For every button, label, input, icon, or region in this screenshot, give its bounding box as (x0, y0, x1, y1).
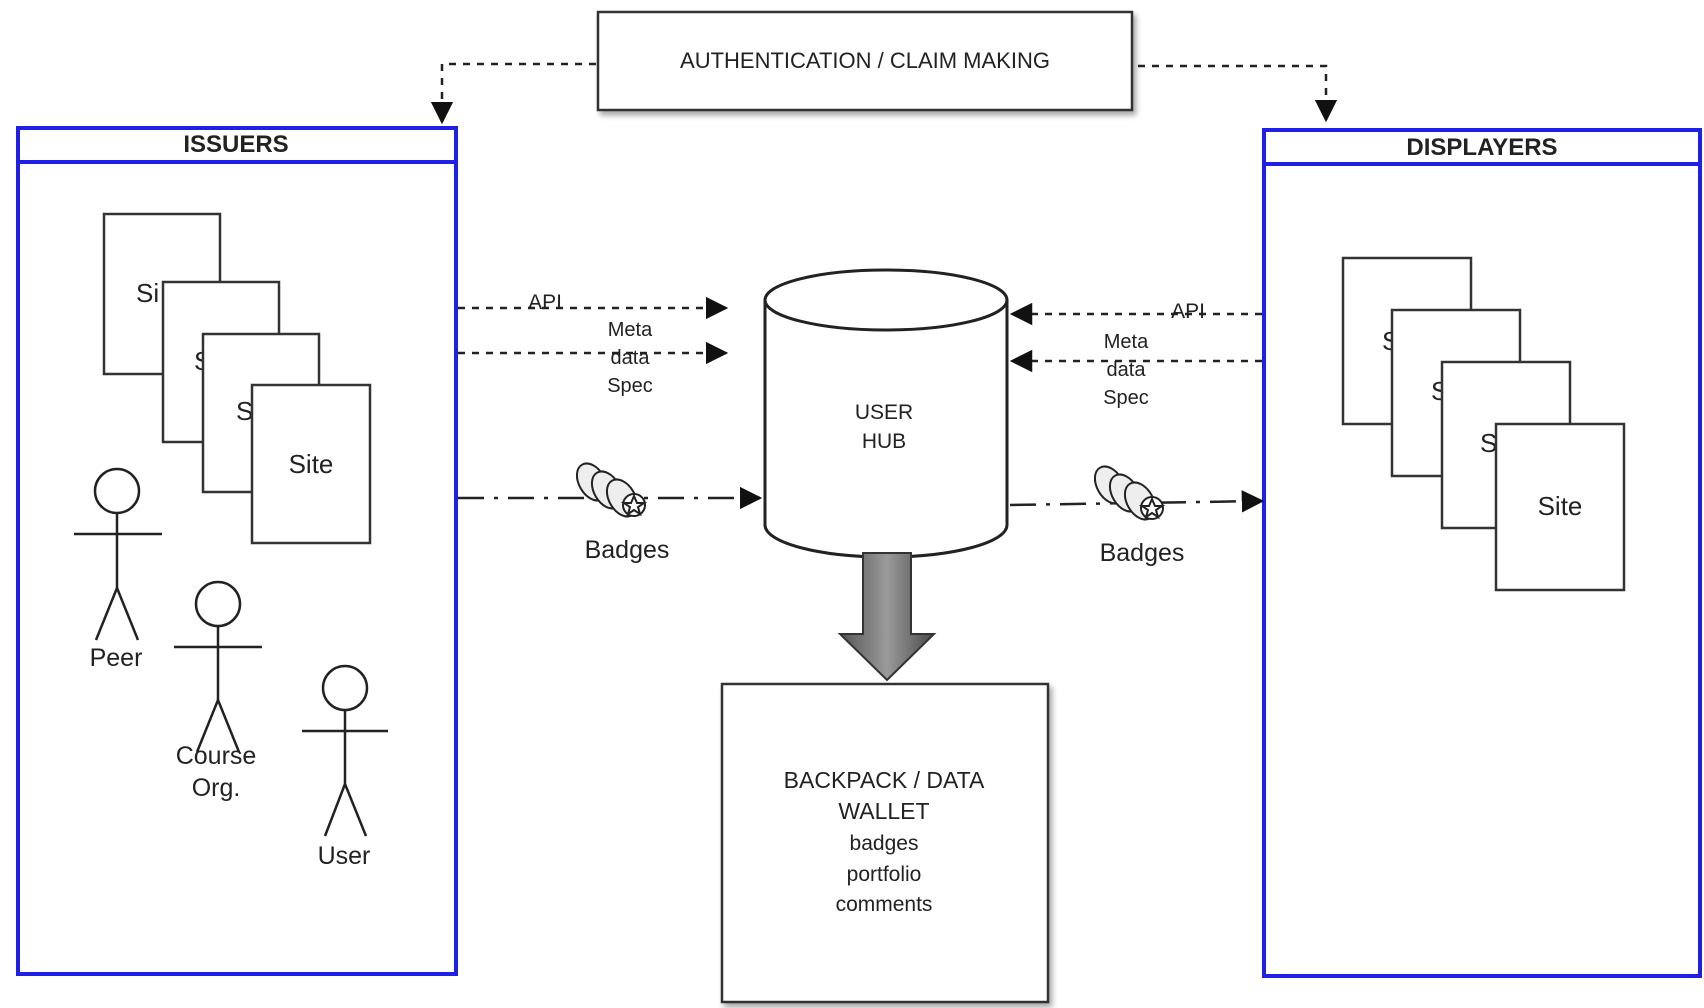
badges-left-label: Badges (585, 536, 670, 564)
user-hub-line2: HUB (862, 430, 906, 453)
displayer-site-peek-3: S (1480, 428, 1497, 458)
peer-actor (74, 467, 162, 641)
peer-label: Peer (90, 644, 143, 672)
badges-left-icon (575, 462, 648, 518)
user-hub-line1: USER (855, 401, 913, 424)
auth-box: AUTHENTICATION / CLAIM MAKING (596, 10, 1134, 112)
badges-right-flow (1009, 490, 1265, 513)
api-left-label: API (528, 291, 562, 314)
issuer-site-card-front: Site (250, 383, 372, 545)
backpack-title-line2: WALLET (838, 798, 929, 824)
issuer-site-stack: Si S S Site (102, 212, 372, 545)
user-label: User (318, 842, 371, 870)
meta-left-line1: Meta (608, 319, 653, 341)
course-org-label-line2: Org. (192, 774, 241, 802)
issuer-site-peek-1: Si (136, 278, 159, 308)
badges-right-icon (1093, 465, 1166, 521)
auth-to-displayers-arrow (1138, 64, 1338, 123)
issuer-site-label: Site (289, 449, 334, 479)
user-hub-cylinder: USER HUB (763, 268, 1009, 559)
meta-right-line2: data (1107, 359, 1147, 381)
issuer-site-peek-3: S (236, 396, 253, 426)
displayers-panel: DISPLAYERS S S S Site (1262, 128, 1702, 978)
meta-right-line1: Meta (1104, 331, 1149, 353)
hub-to-backpack-arrow (837, 552, 937, 682)
backpack-item-portfolio: portfolio (847, 863, 922, 886)
user-actor (302, 664, 388, 837)
displayer-site-stack: S S S Site (1341, 256, 1626, 592)
backpack-title-line1: BACKPACK / DATA (784, 767, 985, 793)
issuers-title: ISSUERS (183, 131, 288, 158)
issuers-panel: ISSUERS Si S S Site (16, 126, 458, 976)
backpack-item-comments: comments (836, 893, 933, 916)
auth-label: AUTHENTICATION / CLAIM MAKING (680, 48, 1050, 73)
meta-left-line3: Spec (607, 375, 653, 397)
backpack-item-badges: badges (850, 832, 919, 855)
displayer-site-card-front: Site (1494, 422, 1626, 592)
meta-right-line3: Spec (1103, 387, 1149, 409)
meta-left-line2: data (611, 347, 651, 369)
backpack-box: BACKPACK / DATA WALLET badges portfolio … (720, 682, 1050, 1004)
auth-to-issuers-arrow (430, 62, 596, 125)
api-right-label: API (1171, 300, 1205, 323)
displayers-title: DISPLAYERS (1406, 134, 1557, 161)
course-org-label-line1: Course (176, 742, 257, 770)
course-org-actor (174, 580, 262, 753)
badges-right-label: Badges (1100, 539, 1185, 567)
displayer-site-label: Site (1538, 491, 1583, 521)
